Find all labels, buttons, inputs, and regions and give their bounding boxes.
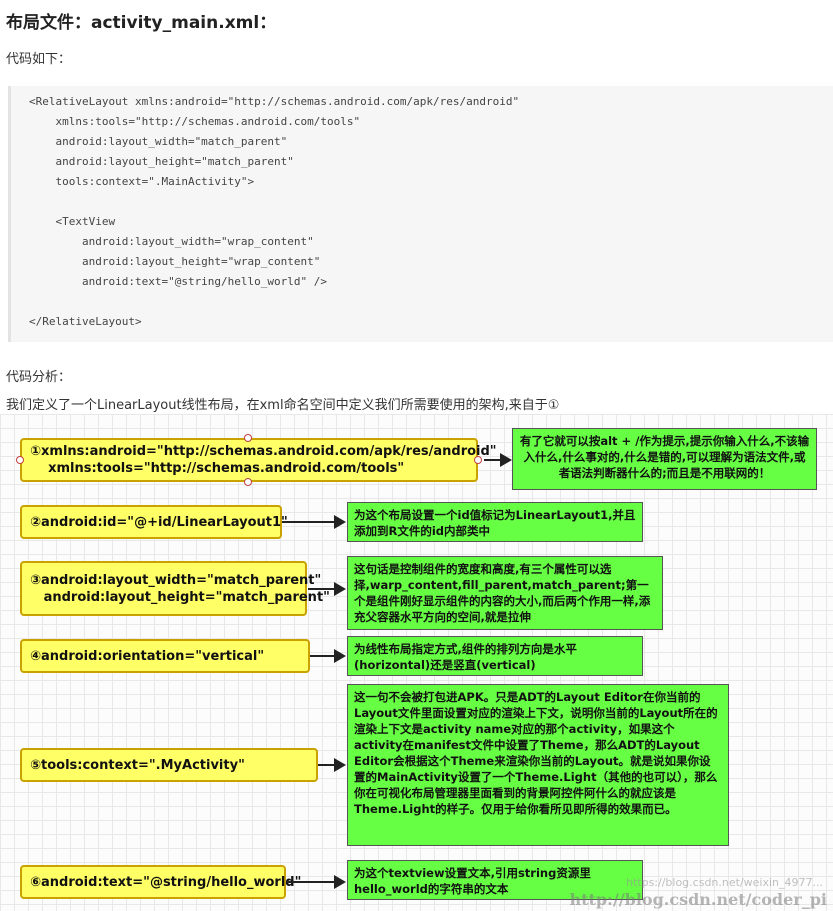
code-block: <RelativeLayout xmlns:android="http://sc…	[8, 86, 833, 342]
attribute-box-1: ①xmlns:android="http://schemas.android.c…	[20, 438, 497, 482]
code-line: <RelativeLayout xmlns:android="http://sc…	[29, 95, 520, 108]
arrow	[286, 875, 346, 889]
watermark: http://blog.csdn.net/coder_pi	[569, 890, 827, 909]
code-line: <TextView	[29, 215, 116, 228]
note-box-3: 这句话是控制组件的宽度和高度,有三个属性可以选择,warp_content,fi…	[347, 556, 663, 630]
analysis-text: 我们定义了一个LinearLayout线性布局，在xml命名空间中定义我们所需要…	[6, 398, 560, 413]
arrow	[484, 453, 512, 467]
code-line: android:layout_width="match_parent"	[29, 135, 288, 148]
code-line: xmlns:tools="http://schemas.android.com/…	[29, 115, 361, 128]
code-line: android:layout_height="match_parent"	[29, 155, 294, 168]
attribute-box-4: ④android:orientation="vertical"	[20, 639, 310, 673]
resize-handle	[474, 456, 482, 464]
note-box-2: 为这个布局设置一个id值标记为LinearLayout1,并且添加到R文件的id…	[347, 502, 643, 542]
code-intro: 代码如下：	[6, 52, 72, 67]
resize-handle	[244, 434, 252, 442]
resize-handle	[244, 478, 252, 486]
annotation-diagram: ①xmlns:android="http://schemas.android.c…	[0, 414, 833, 911]
note-box-1: 有了它就可以按alt + /作为提示,提示你输入什么,不该输入什么,什么事对的,…	[512, 428, 817, 490]
code-line: tools:context=".MainActivity">	[29, 175, 255, 188]
attribute-box-5: ⑤tools:context=".MyActivity"	[20, 748, 318, 782]
code-line: </RelativeLayout>	[29, 315, 142, 328]
arrow	[310, 649, 346, 663]
attribute-box-2: ②android:id="@+id/LinearLayout1"	[20, 505, 288, 539]
analysis-title: 代码分析：	[6, 370, 72, 385]
attribute-box-3: ③android:layout_width="match_parent" and…	[20, 561, 330, 616]
note-box-4: 为线性布局指定方式,组件的排列方向是水平(horizontal)还是竖直(ver…	[347, 636, 643, 676]
attribute-box-6: ⑥android:text="@string/hello_world"	[20, 865, 301, 899]
code-line: android:layout_width="wrap_content"	[29, 235, 314, 248]
resize-handle	[16, 456, 24, 464]
page-title: 布局文件：activity_main.xml：	[6, 13, 277, 33]
watermark-url: https://blog.csdn.net/weixin_4977...	[625, 876, 823, 889]
code-line: android:text="@string/hello_world" />	[29, 275, 328, 288]
arrow	[318, 758, 346, 772]
note-box-5: 这一句不会被打包进APK。只是ADT的Layout Editor在你当前的Lay…	[347, 684, 729, 846]
note-box-6: 为这个textview设置文本,引用string资源里hello_world的字…	[347, 860, 643, 900]
arrow	[308, 582, 346, 596]
arrow	[282, 515, 346, 529]
code-line: android:layout_height="wrap_content"	[29, 255, 321, 268]
